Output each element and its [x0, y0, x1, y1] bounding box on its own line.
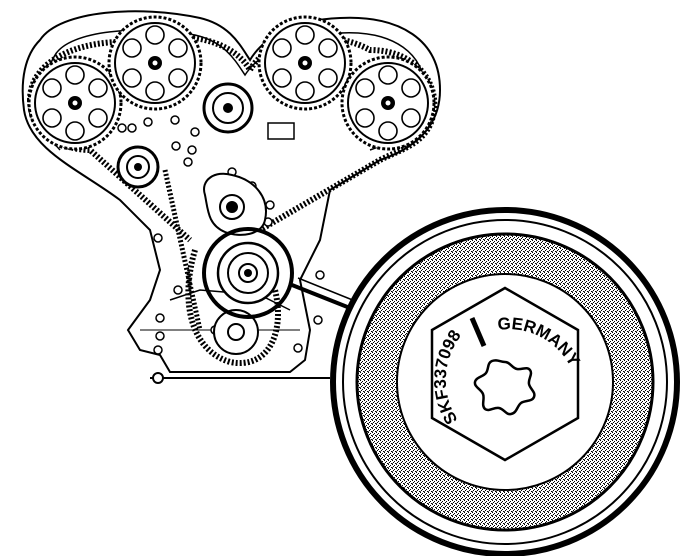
highlighted-idler-pulley: [202, 227, 294, 319]
camshaft-sprocket-left-outer: [27, 55, 123, 151]
belt-tensioner-pulley: [116, 145, 160, 189]
detail-magnifier: GERMANY SKF337098: [330, 207, 680, 556]
pump-bracket: [203, 172, 267, 236]
alignment-mark: [469, 317, 487, 347]
upper-idler-pulley: [202, 82, 254, 134]
camshaft-sprocket-left-inner: [107, 15, 203, 111]
camshaft-sprocket-right-outer: [340, 55, 436, 151]
torx-socket-icon: [473, 359, 536, 416]
lower-belt-loop: [185, 249, 281, 367]
cover-plate: [267, 122, 295, 140]
housing-bolts: [117, 115, 325, 355]
camshaft-sprocket-right-inner: [257, 15, 353, 111]
